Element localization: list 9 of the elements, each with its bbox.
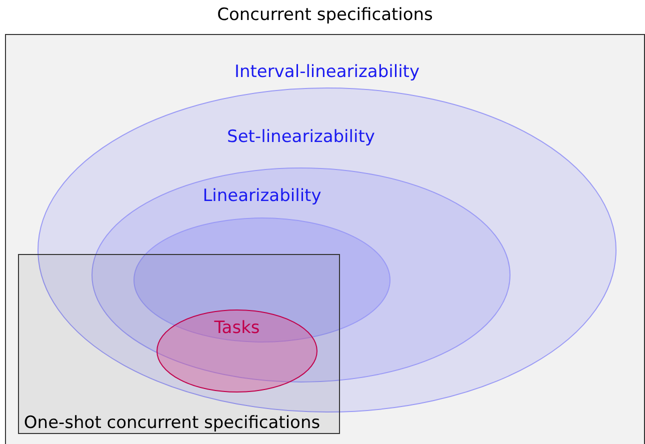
ellipse-label: Interval-linearizability bbox=[234, 62, 420, 82]
ellipse-label: Tasks bbox=[214, 318, 260, 338]
rectangle-label: One-shot concurrent specifications bbox=[24, 413, 320, 433]
ellipse-label: Set-linearizability bbox=[227, 127, 375, 147]
set-rectangle bbox=[18, 254, 341, 435]
tasks-ellipse bbox=[156, 310, 318, 393]
frame-title: Concurrent specifications bbox=[217, 5, 433, 25]
specifications-frame bbox=[5, 4, 645, 444]
ellipse-label: Linearizability bbox=[202, 186, 322, 206]
